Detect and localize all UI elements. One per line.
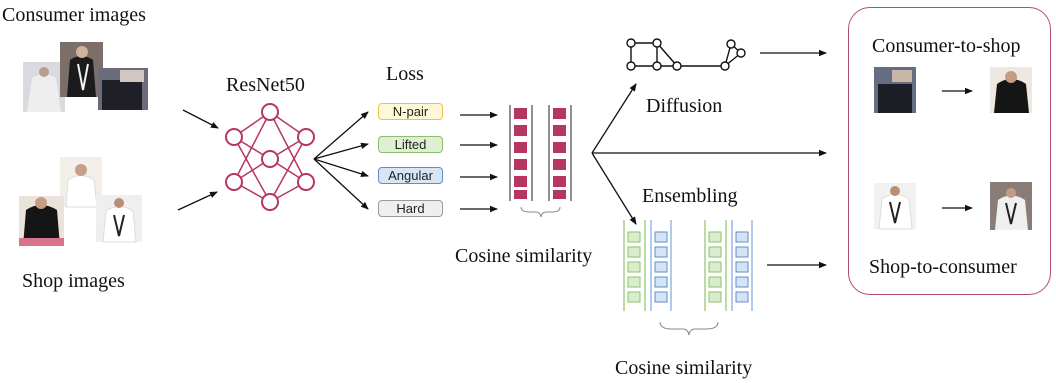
shop-photo-3 bbox=[96, 195, 142, 243]
shop-photo-1 bbox=[60, 157, 102, 208]
shop-image-thumbnails bbox=[19, 157, 142, 246]
consumer-to-shop-example bbox=[874, 67, 1032, 113]
cosine-similarity-label-2: Cosine similarity bbox=[615, 357, 753, 379]
shop-photo-2 bbox=[19, 196, 64, 246]
shop-to-consumer-example bbox=[874, 182, 1032, 230]
arrow-shop-to-network bbox=[177, 191, 218, 211]
cosine-similarity-label-1: Cosine similarity bbox=[455, 245, 593, 267]
consumer-photo-3 bbox=[98, 68, 148, 110]
network-to-loss-arrows bbox=[313, 111, 369, 210]
loss-title: Loss bbox=[386, 63, 424, 85]
diffusion-label: Diffusion bbox=[646, 95, 723, 117]
consumer-photo-1 bbox=[23, 62, 65, 112]
diffusion-graph-icon bbox=[626, 38, 746, 71]
loss-angular: Angular bbox=[378, 167, 443, 184]
loss-hard: Hard bbox=[378, 200, 443, 217]
loss-npair: N-pair bbox=[378, 103, 443, 120]
ensembling-label: Ensembling bbox=[642, 185, 738, 207]
consumer-to-shop-label: Consumer-to-shop bbox=[872, 35, 1021, 57]
feature-matrix-red bbox=[509, 105, 572, 218]
neural-network-icon bbox=[225, 103, 315, 211]
backbone-label: ResNet50 bbox=[226, 74, 305, 96]
shop-to-consumer-label: Shop-to-consumer bbox=[869, 256, 1017, 278]
consumer-image-thumbnails bbox=[23, 42, 148, 112]
arrow-consumer-to-network bbox=[182, 109, 219, 129]
retrieval-results-panel bbox=[848, 7, 1051, 295]
loss-lifted: Lifted bbox=[378, 136, 443, 153]
branch-arrows bbox=[591, 49, 827, 269]
consumer-images-label: Consumer images bbox=[2, 4, 146, 26]
consumer-photo-2 bbox=[60, 42, 103, 97]
ensemble-feature-matrices bbox=[623, 220, 753, 336]
shop-images-label: Shop images bbox=[22, 270, 125, 292]
loss-to-similarity-arrows bbox=[460, 111, 498, 213]
